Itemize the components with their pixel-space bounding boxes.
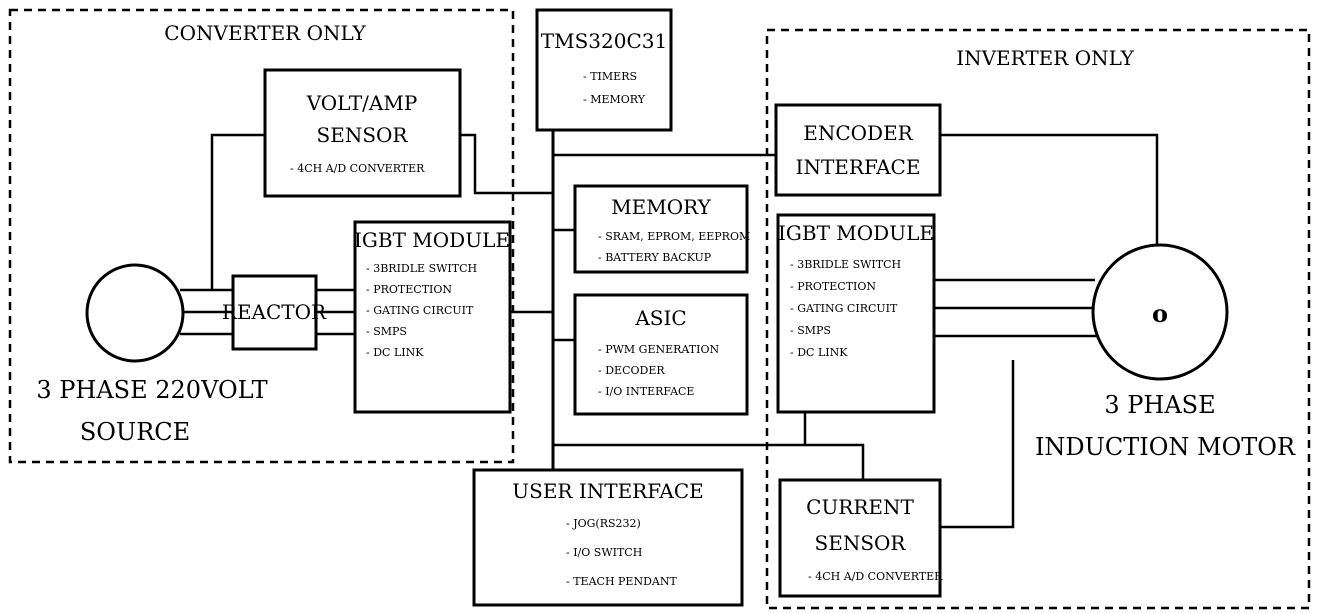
asic-item-io: - I/O INTERFACE — [598, 385, 694, 398]
igbt-module-right-block: IGBT MODULE - 3BRIDLE SWITCH - PROTECTIO… — [776, 213, 936, 414]
igbt-left-item-1: - 3BRIDLE SWITCH — [366, 262, 477, 275]
user-interface-block: USER INTERFACE - JOG(RS232) - I/O SWITCH… — [472, 468, 744, 607]
memory-item-battery: - BATTERY BACKUP — [598, 251, 712, 264]
motor-center-mark: o — [1152, 299, 1168, 328]
tms320c31-item-memory: - MEMORY — [583, 93, 646, 106]
igbt-right-item-4: - SMPS — [790, 324, 831, 337]
volt-amp-sensor-block: VOLT/AMP SENSOR - 4CH A/D CONVERTER — [263, 68, 462, 198]
asic-item-pwm: - PWM GENERATION — [598, 343, 719, 356]
motor-label-line2: INDUCTION MOTOR — [1035, 433, 1296, 461]
inverter-region-label: INVERTER ONLY — [956, 46, 1134, 70]
reactor-block: REACTOR — [222, 274, 327, 351]
reactor-title: REACTOR — [222, 300, 327, 324]
source-label-line1: 3 PHASE 220VOLT — [36, 376, 267, 404]
inverter-region-border — [765, 28, 1311, 610]
igbt-right-item-5: - DC LINK — [790, 346, 848, 359]
encoder-interface-line2: INTERFACE — [796, 155, 921, 179]
igbt-right-item-3: - GATING CIRCUIT — [790, 302, 898, 315]
volt-amp-sensor-line1: VOLT/AMP — [306, 91, 418, 115]
igbt-left-item-2: - PROTECTION — [366, 283, 452, 296]
encoder-interface-line1: ENCODER — [803, 121, 913, 145]
current-sensor-block: CURRENT SENSOR - 4CH A/D CONVERTER — [778, 478, 943, 598]
user-interface-item-switch: - I/O SWITCH — [566, 546, 642, 559]
encoder-interface-block: ENCODER INTERFACE — [774, 103, 942, 197]
source-label-line2: SOURCE — [80, 418, 190, 446]
converter-region-border — [8, 8, 515, 464]
igbt-left-item-5: - DC LINK — [366, 346, 424, 359]
asic-block: ASIC - PWM GENERATION - DECODER - I/O IN… — [573, 293, 749, 416]
tms320c31-block: TMS320C31 - TIMERS - MEMORY — [535, 8, 673, 132]
asic-title: ASIC — [634, 306, 686, 330]
memory-block: MEMORY - SRAM, EPROM, EEPROM - BATTERY B… — [573, 184, 750, 274]
three-phase-source-circle — [85, 263, 185, 363]
igbt-left-item-3: - GATING CIRCUIT — [366, 304, 474, 317]
converter-region-label: CONVERTER ONLY — [164, 21, 366, 45]
tms320c31-title: TMS320C31 — [541, 29, 667, 53]
asic-item-decoder: - DECODER — [598, 364, 665, 377]
igbt-left-title: IGBT MODULE — [354, 228, 510, 252]
source-circle-group: 3 PHASE 220VOLT SOURCE — [36, 263, 268, 446]
volt-amp-sensor-line2: SENSOR — [317, 123, 409, 147]
igbt-left-item-4: - SMPS — [366, 325, 407, 338]
motor-group: o 3 PHASE INDUCTION MOTOR — [1035, 243, 1296, 461]
induction-motor-circle — [1091, 243, 1229, 381]
connection-wires — [180, 130, 1159, 529]
igbt-module-left-block: IGBT MODULE - 3BRIDLE SWITCH - PROTECTIO… — [353, 220, 512, 414]
igbt-right-item-2: - PROTECTION — [790, 280, 876, 293]
current-sensor-item: - 4CH A/D CONVERTER — [808, 570, 943, 583]
memory-title: MEMORY — [611, 195, 711, 219]
user-interface-title: USER INTERFACE — [512, 479, 703, 503]
current-sensor-line2: SENSOR — [815, 531, 907, 555]
volt-amp-sensor-item: - 4CH A/D CONVERTER — [290, 162, 425, 175]
user-interface-item-pendant: - TEACH PENDANT — [566, 575, 677, 588]
igbt-right-item-1: - 3BRIDLE SWITCH — [790, 258, 901, 271]
tms320c31-item-timers: - TIMERS — [583, 70, 637, 83]
user-interface-item-jog: - JOG(RS232) — [566, 517, 641, 530]
current-sensor-line1: CURRENT — [806, 495, 914, 519]
igbt-right-title: IGBT MODULE — [778, 221, 934, 245]
motor-label-line1: 3 PHASE — [1104, 391, 1215, 419]
memory-item-sram: - SRAM, EPROM, EEPROM — [598, 230, 750, 243]
